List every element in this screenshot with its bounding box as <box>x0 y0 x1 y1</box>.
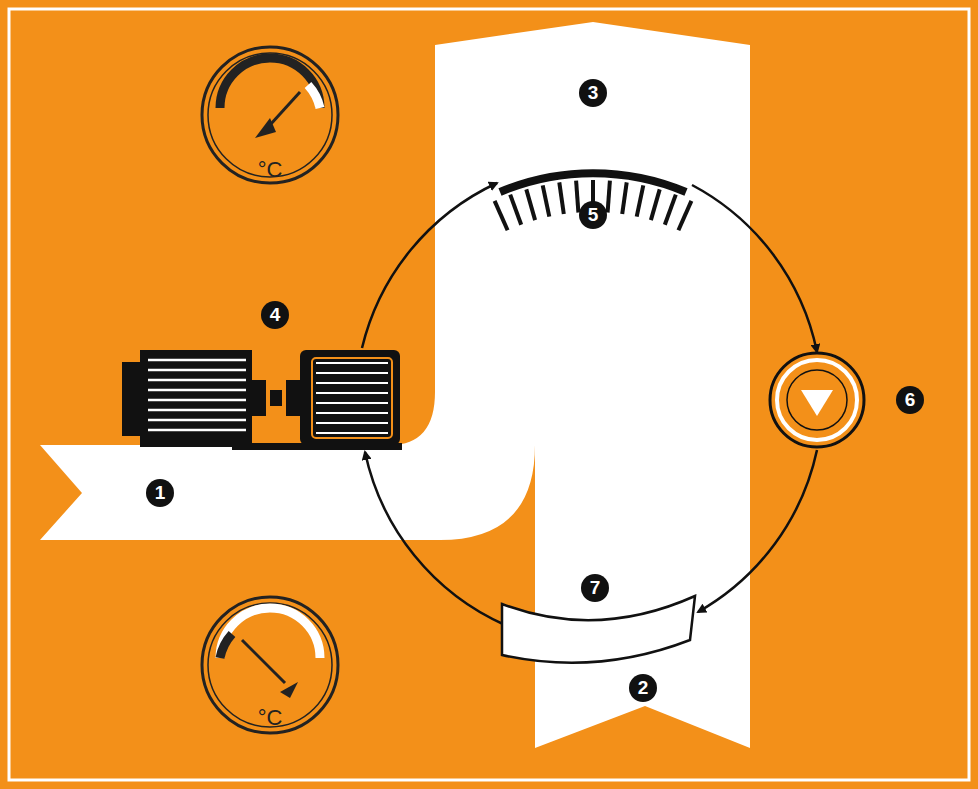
compressor-motor-drawing <box>118 300 408 458</box>
expansion-valve: 6 <box>766 350 932 452</box>
flow-arrow <box>365 452 505 625</box>
frame <box>9 9 969 780</box>
compressor-motor: 4 <box>118 300 408 458</box>
flow-arrow <box>692 185 817 352</box>
callout-number: 7 <box>581 574 609 602</box>
callout-number: 2 <box>629 674 657 702</box>
gauge-top <box>202 47 338 183</box>
flow-arrow <box>362 183 497 348</box>
unit-label: °C <box>258 705 283 731</box>
flow-band <box>40 22 750 748</box>
unit-label: °C <box>258 157 283 183</box>
condenser: 5 <box>488 130 702 232</box>
callout-number: 6 <box>896 386 924 414</box>
evaporator: 7 <box>495 572 701 670</box>
gauge-bottom <box>202 597 338 733</box>
callout-number: 4 <box>261 301 289 329</box>
callout-number: 3 <box>579 79 607 107</box>
flow-arrow <box>698 450 817 612</box>
callout-number: 5 <box>579 201 607 229</box>
callout-number: 1 <box>146 479 174 507</box>
